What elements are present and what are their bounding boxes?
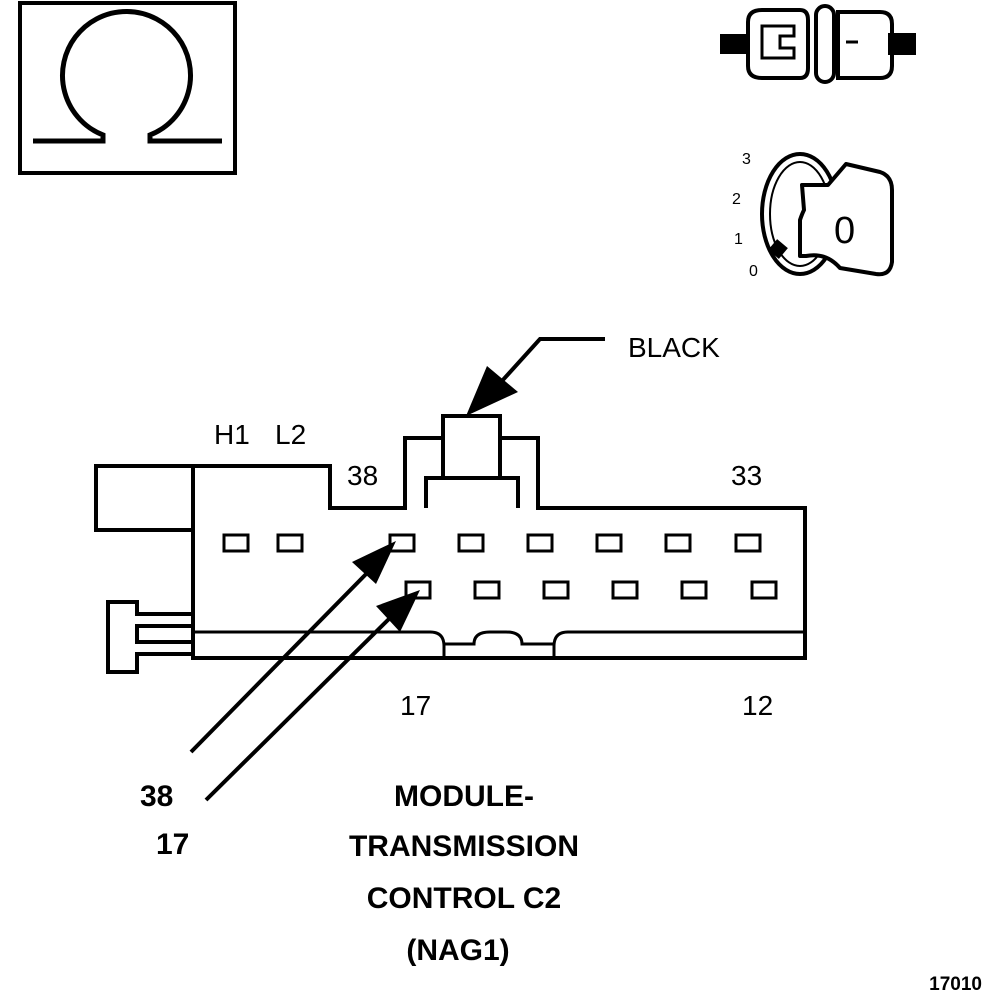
- cavity-slot: [222, 533, 250, 553]
- title-line-2: TRANSMISSION: [349, 830, 579, 863]
- ignition-pos-3: 3: [742, 151, 751, 168]
- connector-body: [94, 414, 807, 674]
- connector-icon: [720, 4, 916, 84]
- connector-color-label: BLACK: [628, 332, 720, 363]
- cavity-slot: [276, 533, 304, 553]
- callout-17: 17: [156, 828, 189, 861]
- ohm-icon: [18, 1, 237, 175]
- cavity-slot: [473, 580, 501, 600]
- cavity-slot: [457, 533, 485, 553]
- ignition-key-icon: 3 2 1 0 0: [732, 151, 894, 280]
- cavity-slot: [750, 580, 778, 600]
- cavity-label-h1: H1: [214, 419, 250, 450]
- title-line-3: CONTROL C2: [367, 882, 561, 915]
- ignition-pos-2: 2: [732, 191, 741, 208]
- bottom-row-first-label: 17: [400, 690, 431, 721]
- cavity-slot: [388, 533, 416, 553]
- pin-17-arrow: [204, 590, 420, 802]
- ignition-pos-0: 0: [749, 263, 758, 280]
- pin-38-arrow: [189, 541, 396, 754]
- cavity-slot: [542, 580, 570, 600]
- title-line-4: (NAG1): [406, 934, 509, 967]
- top-row-first-label: 38: [347, 460, 378, 491]
- bottom-row-last-label: 12: [742, 690, 773, 721]
- cavity-label-l2: L2: [275, 419, 306, 450]
- callout-38: 38: [140, 780, 173, 813]
- cavity-slot: [611, 580, 639, 600]
- top-row-last-label: 33: [731, 460, 762, 491]
- cavity-slot: [595, 533, 623, 553]
- cavity-row-top: [222, 533, 762, 553]
- cavity-slot: [734, 533, 762, 553]
- color-callout-arrow: [466, 337, 605, 416]
- figure-number: 17010: [929, 974, 982, 995]
- cavity-slot: [680, 580, 708, 600]
- cavity-slot: [664, 533, 692, 553]
- cavity-slot: [526, 533, 554, 553]
- ignition-key-label: 0: [834, 210, 855, 252]
- cavity-row-bottom: [404, 580, 778, 600]
- title-line-1: MODULE-: [394, 780, 534, 813]
- ignition-pos-1: 1: [734, 231, 743, 248]
